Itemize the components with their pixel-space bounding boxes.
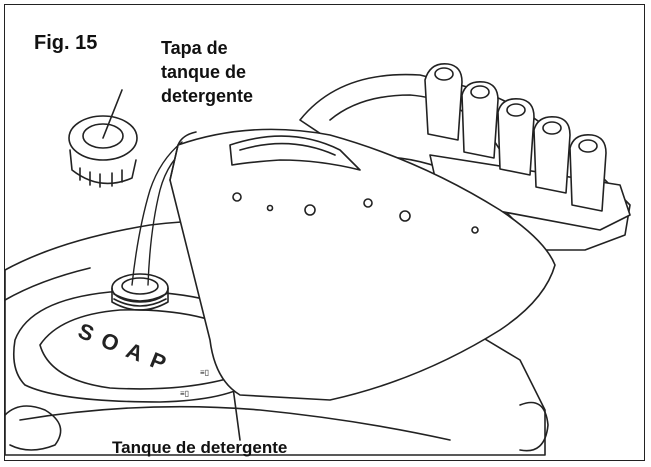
tank-opening-hole <box>121 277 159 295</box>
detergent-bottle <box>169 128 556 401</box>
figure-label: Fig. 15 <box>34 32 98 54</box>
tank-level-mark-2: ≡▯ <box>180 389 189 398</box>
bottle-dot <box>471 226 479 234</box>
nozzle-holders <box>424 63 607 212</box>
nozzle-holder-5-tip <box>578 139 598 153</box>
body-curve-left <box>4 267 91 301</box>
tank-level-mark-1: ≡▯ <box>200 368 209 377</box>
hose-loop <box>4 405 62 451</box>
bottle-neck <box>169 131 197 181</box>
bottle-dot <box>304 204 316 216</box>
wheel-right <box>519 401 549 452</box>
nozzle-holder-4 <box>533 115 571 194</box>
bottle-dot <box>399 210 411 222</box>
tank-opening-threads <box>111 287 169 311</box>
lid-callout-line-3: detergente <box>161 86 254 106</box>
tank-opening <box>111 273 169 311</box>
tank-lid-center <box>82 123 124 149</box>
tank-lid-side <box>69 149 137 185</box>
tank-lid <box>68 115 138 188</box>
nozzle-holder-3 <box>497 97 535 176</box>
nozzle-holder-2-tip <box>470 85 490 99</box>
bottle-dot <box>232 192 242 202</box>
bottle-dot <box>266 204 274 212</box>
tank-callout-label: Tanque de detergente <box>112 438 288 457</box>
lid-callout-label: Tapa de tanque de detergente <box>161 36 253 108</box>
tank-lid-ribs <box>79 167 123 188</box>
nozzle-holder-4-tip <box>542 121 562 135</box>
nozzle-holder-1 <box>424 63 463 141</box>
lid-callout-line-1: Tapa de <box>161 38 228 58</box>
bottle-dot <box>363 198 373 208</box>
detergent-stream-edge <box>131 141 183 286</box>
nozzle-holder-1-tip <box>434 67 454 81</box>
bottle-body <box>169 128 556 401</box>
nozzle-holder-2 <box>461 80 499 159</box>
nozzle-holder-5 <box>569 133 607 212</box>
nozzle-holder-3-tip <box>506 103 526 117</box>
lid-callout-line-2: tanque de <box>161 62 247 82</box>
body-curve-lower <box>19 405 451 441</box>
lid-callout-line <box>102 89 123 139</box>
bottle-handle-inner <box>239 142 336 156</box>
